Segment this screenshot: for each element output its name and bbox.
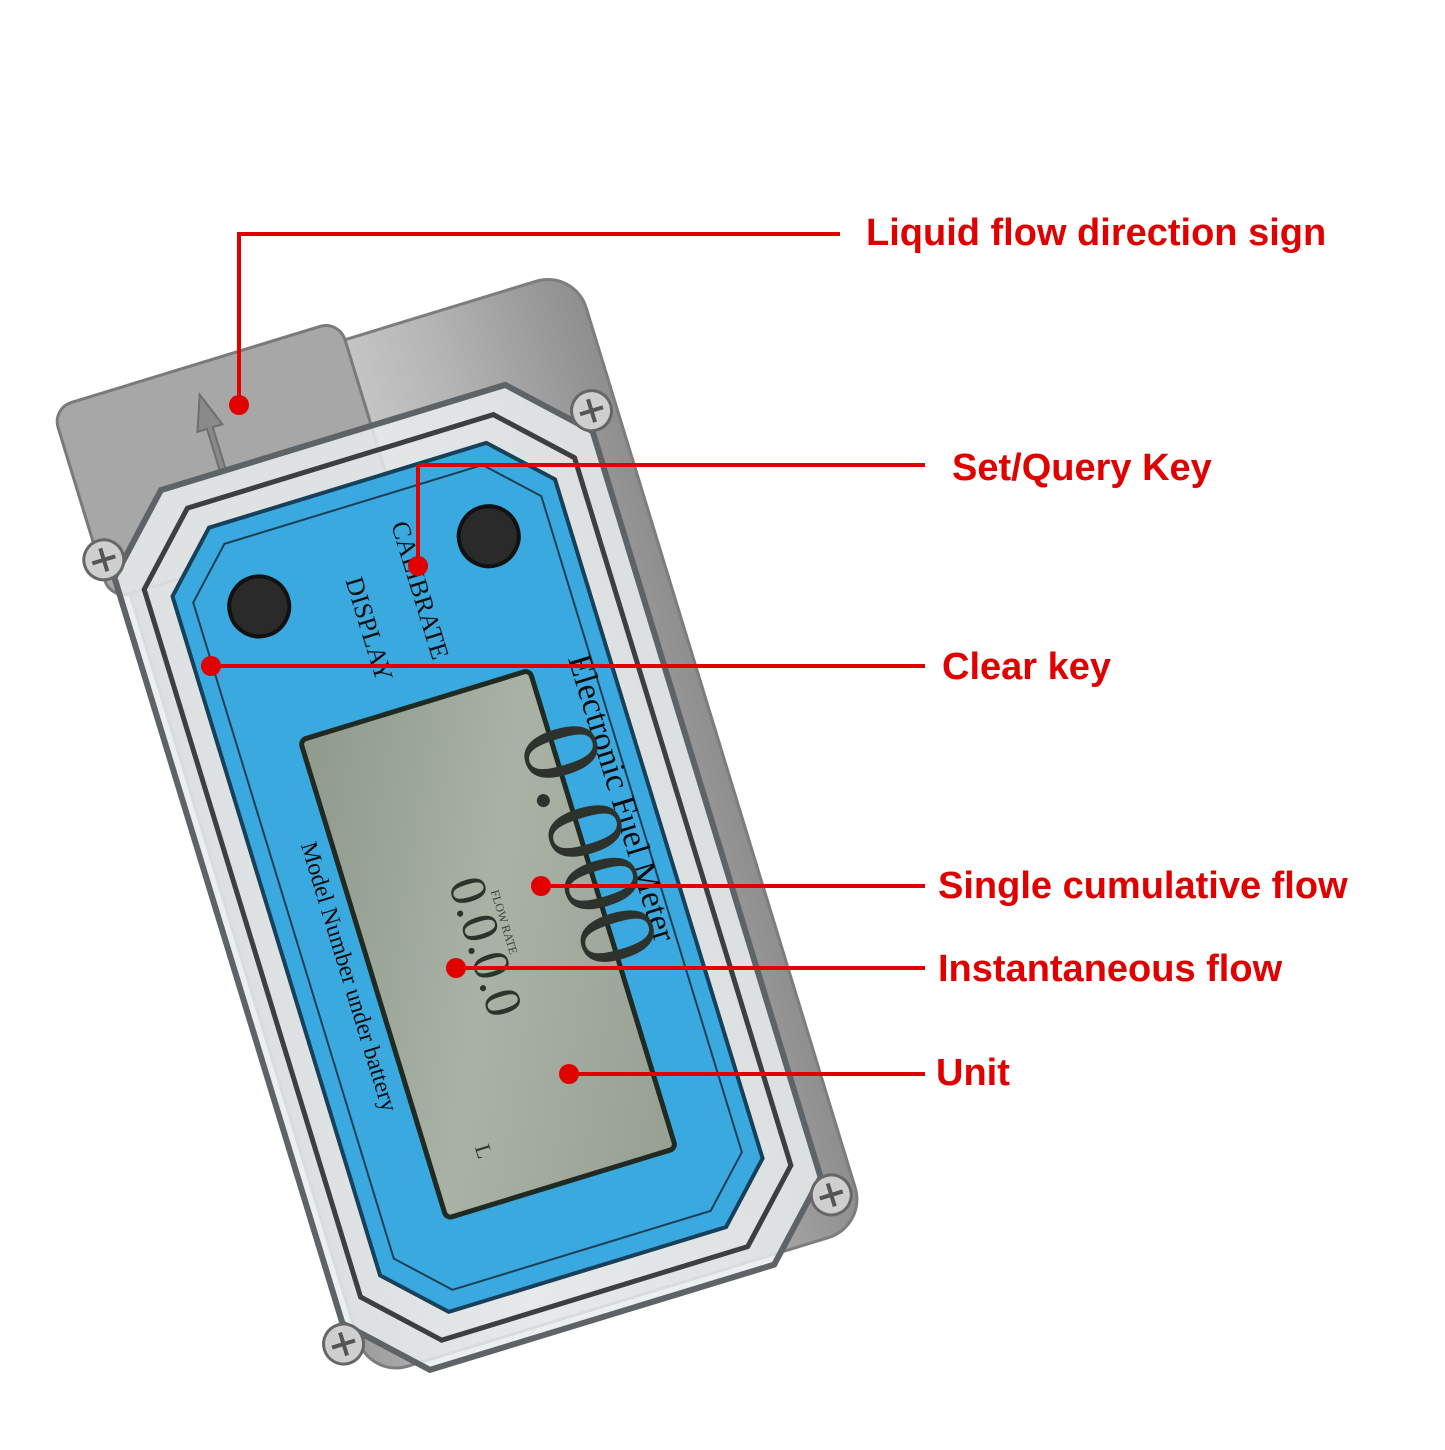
lcd-screen: [299, 669, 677, 1220]
screw-top-right-icon: [570, 389, 614, 433]
dot-instant: [446, 958, 466, 978]
dot-single: [531, 876, 551, 896]
callout-leaders: [211, 232, 925, 1076]
dot-flow-direction: [229, 395, 249, 415]
callout-clear-key: Clear key: [942, 646, 1112, 688]
dot-clear: [201, 656, 221, 676]
blue-face-inner-line: [192, 463, 743, 1291]
calibrate-button[interactable]: [451, 499, 526, 574]
dot-set-query: [408, 556, 428, 576]
callout-dots: [201, 395, 579, 1084]
callout-instantaneous-flow: Instantaneous flow: [938, 948, 1283, 990]
screw-top-left-icon: [82, 538, 126, 582]
leader-flow-direction: [237, 232, 840, 403]
screw-bottom-left-icon: [322, 1322, 366, 1366]
callout-flow-direction: Liquid flow direction sign: [866, 212, 1327, 254]
display-button[interactable]: [222, 569, 297, 644]
callout-unit: Unit: [936, 1052, 1010, 1094]
callout-set-query-key: Set/Query Key: [952, 447, 1212, 489]
meter-body-group: CALIBRATE DISPLAY Electronic Fuel Meter …: [55, 277, 859, 1374]
callout-single-cumulative-flow: Single cumulative flow: [938, 865, 1348, 907]
screw-bottom-right-icon: [809, 1173, 853, 1217]
housing-inner-edge: [141, 411, 794, 1343]
dot-unit: [559, 1064, 579, 1084]
